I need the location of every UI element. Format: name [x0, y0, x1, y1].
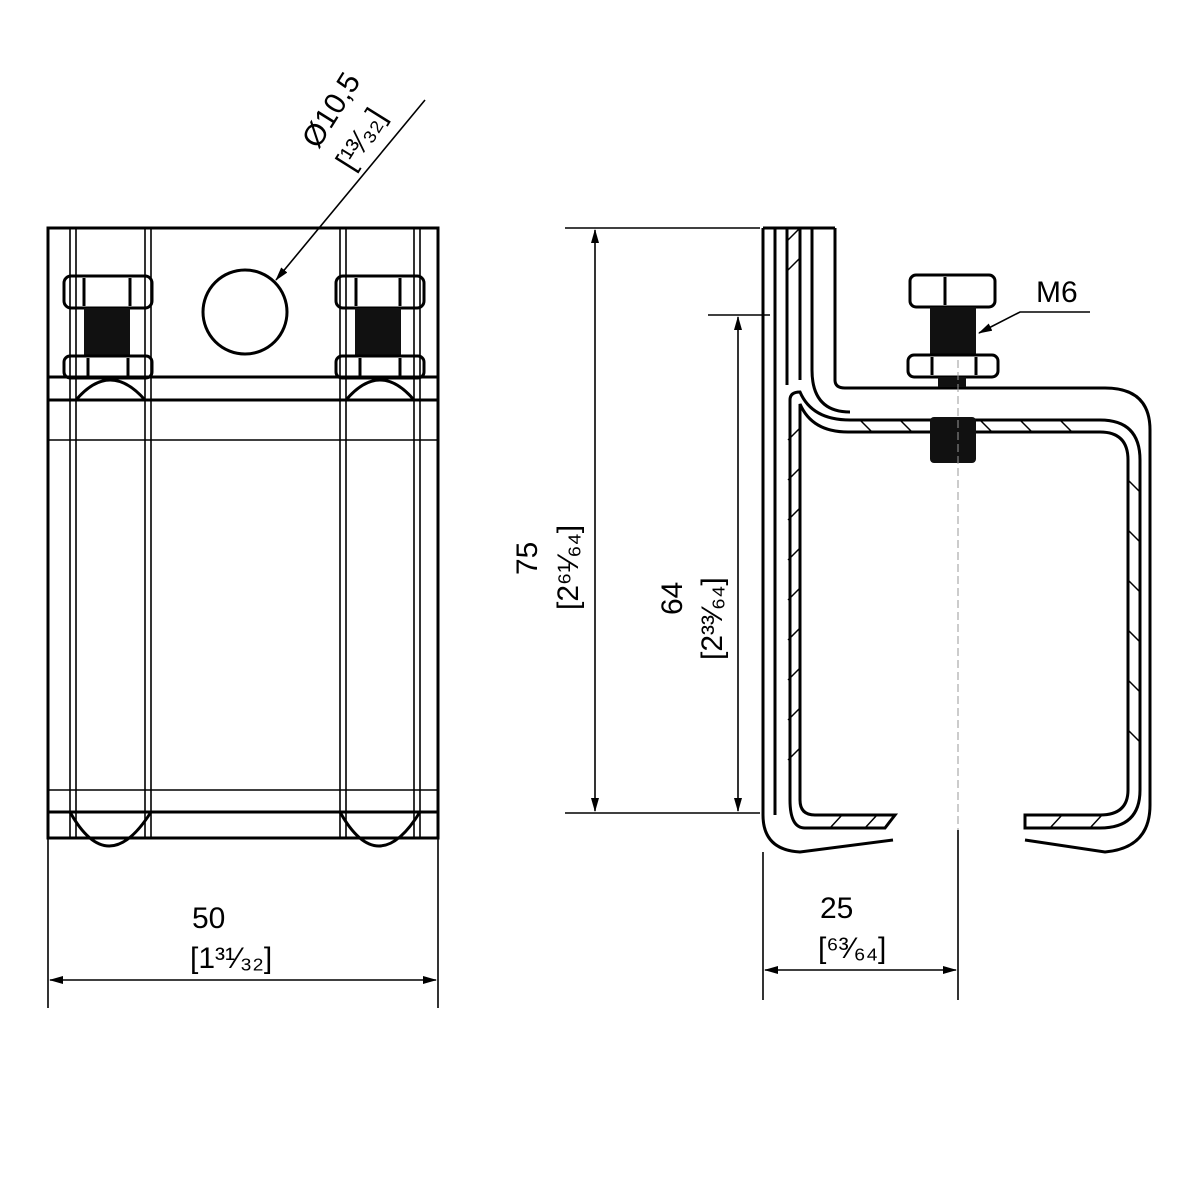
depth-dimension-value: 25	[820, 892, 853, 925]
section-hatching	[787, 227, 1141, 829]
bolt-label: M6	[1036, 276, 1078, 309]
side-view	[565, 226, 1152, 1000]
depth-dimension-imperial: [⁶³⁄₆₄]	[818, 932, 886, 965]
width-dimension-value: 50	[192, 902, 225, 935]
height-dimension-value: 75	[511, 542, 544, 575]
inner-height-dimension-imperial: [2³³⁄₆₄]	[696, 577, 729, 660]
front-view	[46, 99, 440, 1008]
bolt-right	[334, 274, 426, 380]
width-dimension-imperial: [1³¹⁄₃₂]	[190, 942, 272, 975]
inner-height-dimension-value: 64	[656, 582, 689, 615]
bolt-m6	[906, 273, 1000, 463]
bolt-left	[62, 274, 154, 380]
mounting-hole	[201, 268, 289, 356]
height-dimension-imperial: [2⁶¹⁄₆₄]	[552, 525, 585, 610]
